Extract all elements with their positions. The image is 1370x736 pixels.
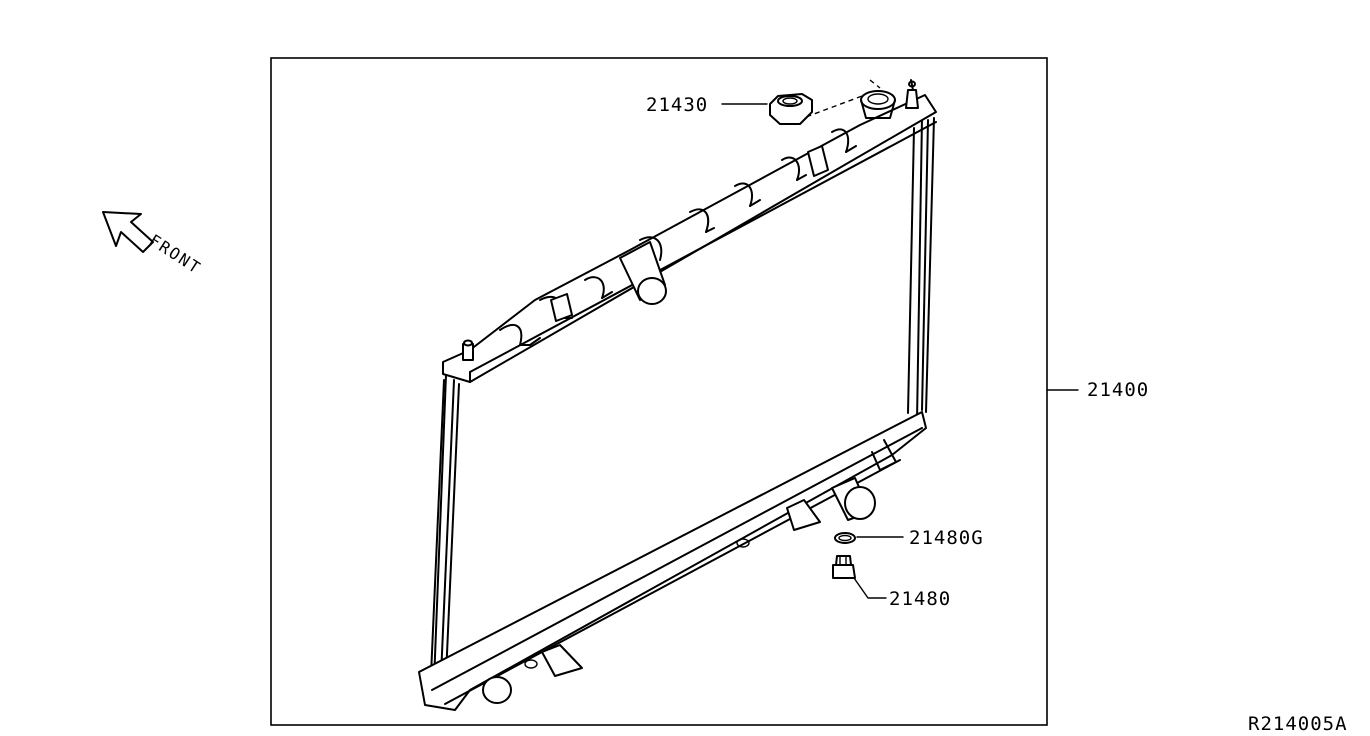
part-label-drain-plug: 21480 bbox=[889, 588, 951, 610]
part-label-radiator: 21400 bbox=[1087, 379, 1149, 401]
drain-gasket-icon bbox=[834, 532, 856, 544]
part-label-cap: 21430 bbox=[646, 94, 708, 116]
drain-plug-icon bbox=[832, 555, 856, 579]
reference-code: R214005A bbox=[1248, 713, 1348, 735]
radiator-cap-icon bbox=[769, 93, 813, 125]
part-label-drain-gasket: 21480G bbox=[909, 527, 984, 549]
diagram-frame bbox=[270, 57, 1048, 726]
front-arrow-icon bbox=[102, 211, 154, 253]
front-label: FRONT bbox=[146, 230, 205, 278]
radiator-assembly bbox=[418, 79, 937, 711]
